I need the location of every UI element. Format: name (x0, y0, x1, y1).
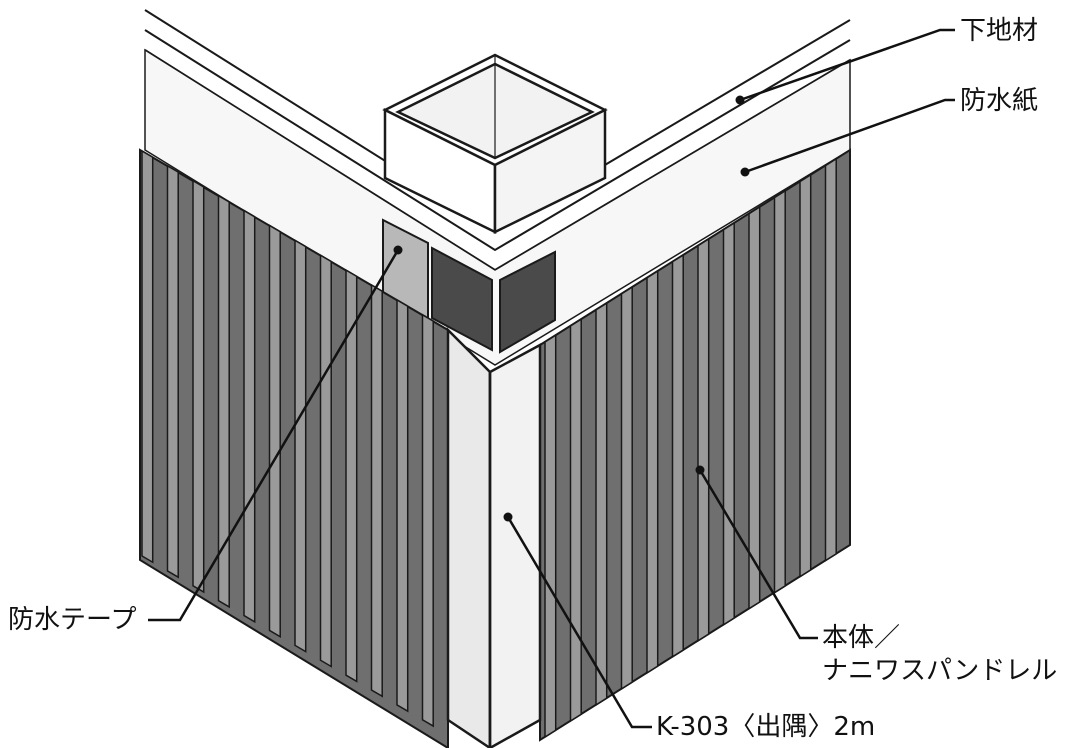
leader-dots (393, 95, 750, 522)
right-panel-rib (748, 205, 761, 611)
label-main-body: 本体／ ナニワスパンドレル (822, 622, 1057, 687)
corner-post (382, 53, 608, 235)
left-panel-rib (166, 164, 179, 579)
left-panel-rib (217, 194, 230, 609)
right-panel-rib (595, 301, 608, 707)
right-panel-rib (671, 253, 684, 659)
left-panel-rib (319, 253, 332, 668)
right-panel-rib (799, 173, 812, 578)
label-waterproof-paper: 防水紙 (960, 86, 1039, 116)
left-panel-rib (192, 179, 205, 594)
label-waterproof-tape: 防水テープ (8, 605, 137, 635)
right-panel-rib (697, 237, 710, 643)
left-panel-rib (421, 313, 434, 728)
corner-trim-k303 (446, 326, 542, 748)
left-panel-body (139, 148, 449, 748)
leader-lines (148, 28, 955, 729)
right-panel-rib (773, 189, 786, 595)
label-substrate: 下地材 (960, 16, 1039, 46)
left-panel-rib (345, 268, 358, 683)
left-panel-ribs (141, 149, 434, 728)
right-panel-rib (544, 333, 557, 739)
right-panel-rib (722, 221, 735, 627)
right-panel-ribs (544, 157, 837, 739)
right-panel-rib (620, 285, 633, 691)
inner-channels (431, 246, 556, 354)
left-panel-rib (141, 149, 154, 564)
left-panel-rib (396, 298, 409, 713)
left-panel-rib (268, 224, 281, 639)
right-panel-rib (569, 317, 582, 723)
right-panel-rib (646, 269, 659, 675)
left-panel-rib (294, 239, 307, 653)
label-main-body-line1: 本体／ (822, 623, 901, 653)
left-panel-rib (243, 209, 256, 624)
left-panel-rib (370, 283, 383, 698)
right-panel-rib (824, 157, 837, 562)
label-main-body-line2: ナニワスパンドレル (822, 655, 1058, 686)
label-corner-part: K-303〈出隅〉2m (656, 712, 876, 742)
